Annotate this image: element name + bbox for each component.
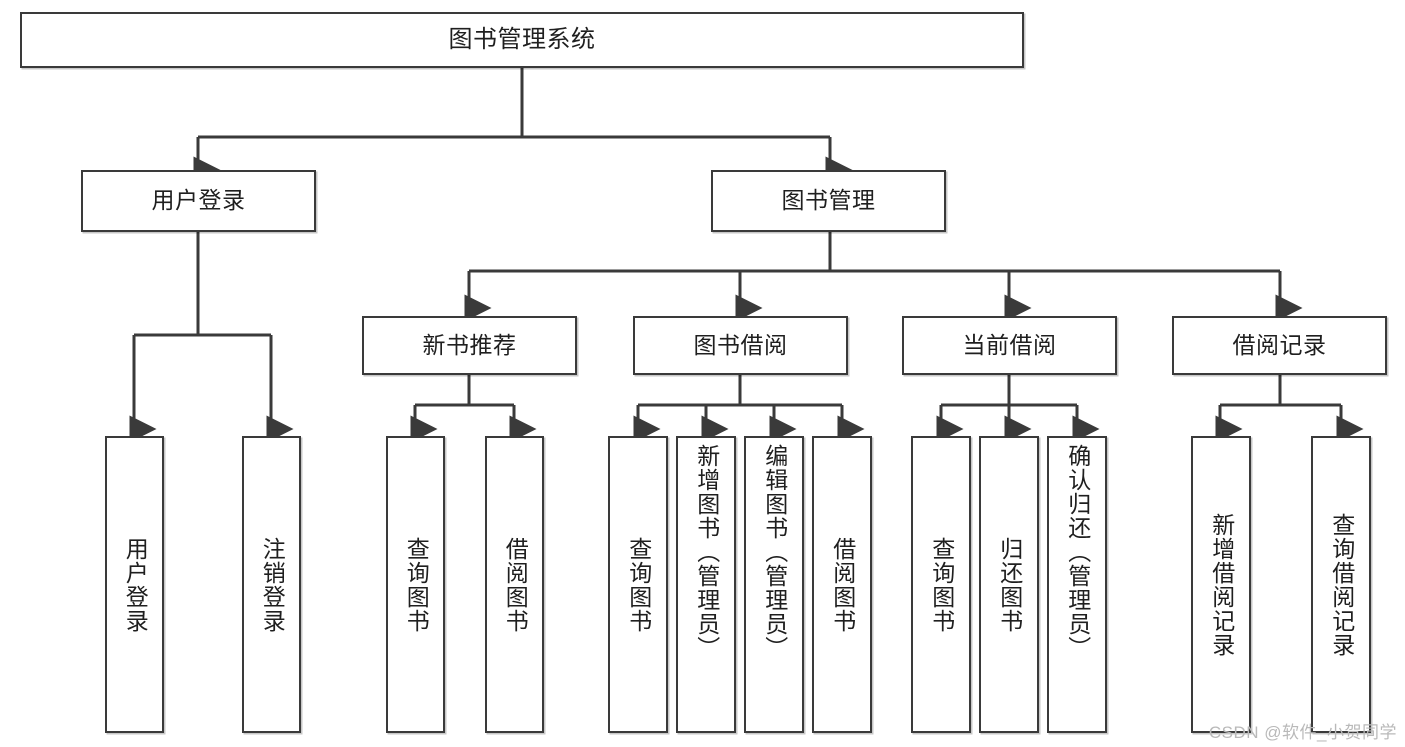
- node-label: 新增图书（管理员）: [693, 444, 720, 660]
- node-label: 查询图书: [403, 536, 430, 633]
- node-label: 借阅图书: [829, 536, 856, 633]
- node-leaf-user-login[interactable]: 用户登录: [105, 436, 164, 733]
- node-leaf-borrow-book-2[interactable]: 借阅图书: [812, 436, 872, 733]
- node-label: 借阅记录: [1232, 331, 1327, 358]
- node-current-borrow[interactable]: 当前借阅: [902, 316, 1117, 375]
- watermark: CSDN @软件_小贺同学: [1208, 723, 1397, 742]
- node-label: 当前借阅: [962, 331, 1057, 358]
- node-leaf-confirm-return[interactable]: 确认归还（管理员）: [1047, 436, 1107, 733]
- node-label: 归还图书: [996, 536, 1023, 633]
- node-label: 新书推荐: [422, 331, 517, 358]
- node-leaf-add-book[interactable]: 新增图书（管理员）: [676, 436, 736, 733]
- node-label: 用户登录: [122, 536, 149, 633]
- node-leaf-query-book-1[interactable]: 查询图书: [386, 436, 445, 733]
- node-label: 查询借阅记录: [1328, 512, 1355, 657]
- node-book-management[interactable]: 图书管理: [711, 170, 946, 232]
- node-label: 图书管理系统: [448, 25, 596, 53]
- node-label: 确认归还（管理员）: [1064, 444, 1091, 660]
- node-leaf-user-logout[interactable]: 注销登录: [242, 436, 301, 733]
- node-label: 借阅图书: [502, 536, 529, 633]
- node-label: 编辑图书（管理员）: [761, 444, 788, 660]
- node-leaf-return-book[interactable]: 归还图书: [979, 436, 1039, 733]
- node-user-login[interactable]: 用户登录: [81, 170, 316, 232]
- node-root-system[interactable]: 图书管理系统: [20, 12, 1024, 68]
- node-leaf-edit-book[interactable]: 编辑图书（管理员）: [744, 436, 804, 733]
- node-label: 图书借阅: [693, 331, 788, 358]
- node-leaf-query-book-3[interactable]: 查询图书: [911, 436, 971, 733]
- node-label: 新增借阅记录: [1208, 512, 1235, 657]
- node-label: 注销登录: [259, 536, 286, 633]
- node-label: 查询图书: [625, 536, 652, 633]
- node-leaf-query-borrow-record[interactable]: 查询借阅记录: [1311, 436, 1371, 733]
- node-label: 用户登录: [151, 187, 246, 214]
- node-borrow-record[interactable]: 借阅记录: [1172, 316, 1387, 375]
- node-label: 查询图书: [928, 536, 955, 633]
- node-label: 图书管理: [781, 187, 876, 214]
- node-book-borrow[interactable]: 图书借阅: [633, 316, 848, 375]
- node-leaf-query-book-2[interactable]: 查询图书: [608, 436, 668, 733]
- node-leaf-borrow-book-1[interactable]: 借阅图书: [485, 436, 544, 733]
- node-new-book-recommend[interactable]: 新书推荐: [362, 316, 577, 375]
- node-leaf-add-borrow-record[interactable]: 新增借阅记录: [1191, 436, 1251, 733]
